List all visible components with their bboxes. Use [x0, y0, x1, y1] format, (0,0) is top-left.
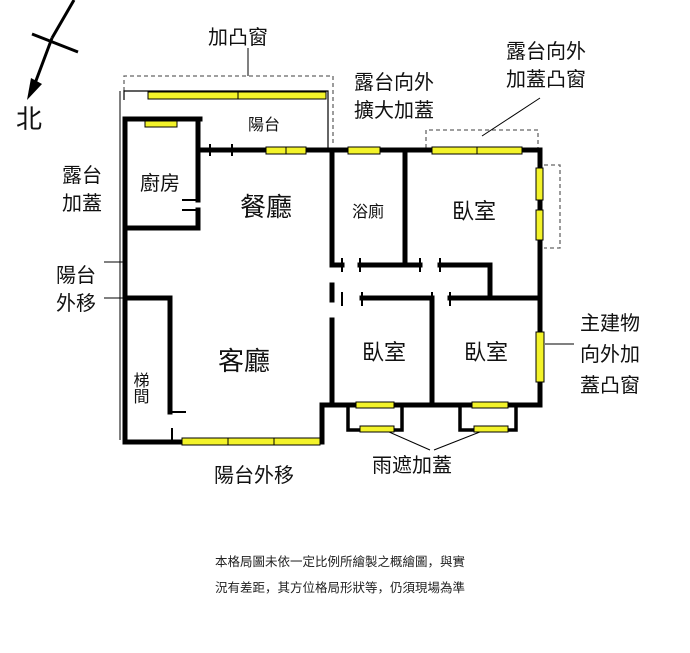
annotation-bay-window-top: 加凸窗: [208, 25, 268, 49]
annotation-terrace-cover-line2: 加蓋: [62, 191, 102, 215]
compass: 北: [16, 0, 79, 135]
leader-terrace-bay: [481, 97, 541, 137]
north-label: 北: [16, 105, 42, 135]
annotation-terrace-bay-line2: 加蓋凸窗: [506, 67, 586, 91]
annotation-main-bay-line2: 向外加: [580, 342, 640, 366]
window-canopy-right-top: [471, 401, 509, 409]
window-bottom: [181, 437, 321, 446]
top-bay-dashed-outline: [123, 75, 334, 145]
dashed-additions: [123, 75, 561, 249]
bedroom-bay-dashed-outline: [425, 129, 539, 148]
annotation-main-bay-line1: 主建物: [580, 311, 640, 335]
room-label-bedroom-right: 臥室: [464, 341, 508, 366]
annotation-balcony-move-left-line1: 陽台: [56, 263, 96, 287]
room-label-bedroom-top: 臥室: [452, 200, 496, 225]
annotation-terrace-cover-line1: 露台: [62, 163, 102, 187]
balcony-thin-wall: [123, 90, 329, 150]
window-bedroom-right: [535, 331, 545, 383]
annotation-terrace-expand-line2: 擴大加蓋: [354, 98, 434, 122]
side-bay-dashed-outline: [544, 164, 561, 249]
window-canopy-left-top: [355, 401, 395, 409]
room-label-balcony: 陽台: [248, 115, 280, 134]
annotation-main-bay-line3: 蓋凸窗: [580, 373, 640, 397]
window-canopy-right-bottom: [473, 425, 509, 433]
windows: [144, 91, 545, 446]
compass-needle: [50, 0, 76, 39]
disclaimer-note: 本格局圖未依一定比例所繪製之概繪圖，與實 況有差距，其方位格局形狀等，仍須現場為…: [150, 549, 530, 601]
disclaimer-line1: 本格局圖未依一定比例所繪製之概繪圖，與實: [214, 554, 465, 569]
annotation-terrace-expand-line1: 露台向外: [354, 70, 434, 94]
room-label-bedroom-mid: 臥室: [362, 341, 406, 366]
leader-lines: [104, 48, 574, 451]
room-label-dining: 餐廳: [240, 193, 292, 223]
room-label-bath: 浴廁: [352, 202, 384, 221]
annotation-terrace-bay-line1: 露台向外: [506, 39, 586, 63]
annotation-balcony-move-bottom: 陽台外移: [214, 463, 294, 487]
window-bath: [347, 146, 381, 155]
north-arrow-icon: [27, 78, 42, 100]
window-side-upper: [535, 167, 544, 201]
window-bay-top: [147, 91, 327, 100]
door-marks: [170, 144, 451, 442]
walls: [122, 116, 543, 445]
compass-crossbar: [31, 32, 79, 54]
window-side-lower: [535, 209, 544, 241]
balcony-outline: [123, 90, 329, 150]
room-label-kitchen: 廚房: [140, 171, 180, 195]
annotation-balcony-move-left-line2: 外移: [56, 291, 96, 315]
room-label-stairs: 梯間: [131, 372, 150, 405]
window-canopy-left-bottom: [359, 425, 395, 433]
window-kitchen: [144, 120, 178, 128]
annotation-canopy: 雨遮加蓋: [372, 453, 452, 477]
disclaimer-line2: 況有差距，其方位格局形狀等，仍須現場為準: [214, 580, 465, 595]
room-label-living: 客廳: [218, 347, 270, 377]
